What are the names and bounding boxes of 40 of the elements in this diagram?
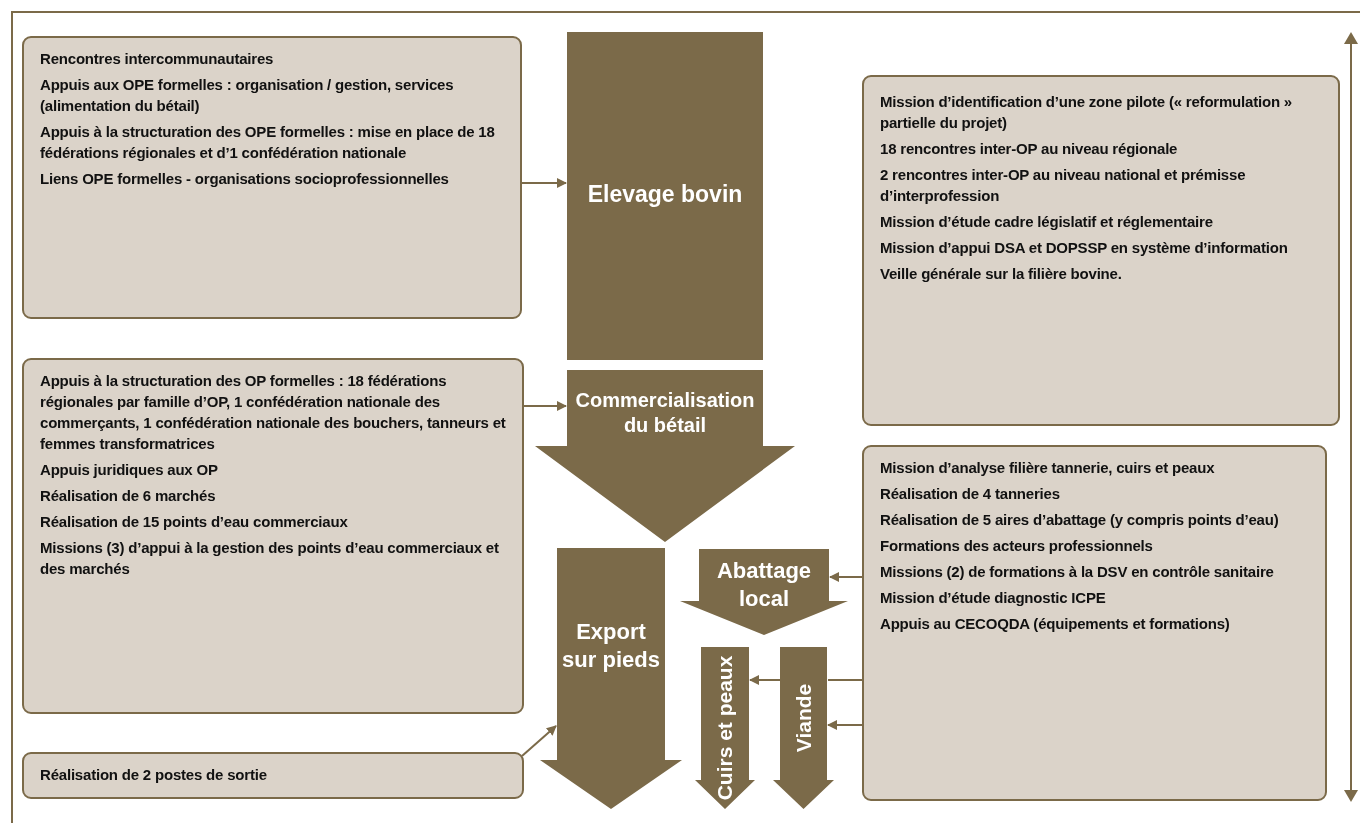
stage-label: Cuirs et peaux xyxy=(711,655,737,801)
activity-text: Appuis juridiques aux OP xyxy=(40,460,219,480)
stage-label: Elevage bovin xyxy=(586,180,744,209)
stage-label: Abattage local xyxy=(715,557,813,612)
activity-box xyxy=(862,445,1327,801)
activity-text: 2 rencontres inter-OP au niveau national et prémisse d’interprofession xyxy=(880,165,1247,206)
activity-text: Mission d’identification d’une zone pilote (« reformulation » partielle du projet) xyxy=(880,92,1293,133)
activity-text: Missions (3) d’appui à la gestion des points d’eau commerciaux et des marchés xyxy=(40,538,500,579)
activity-text: Liens OPE formelles - organisations socioprofessionnelles xyxy=(40,169,450,189)
activity-text: Mission d’étude cadre législatif et réglementaire xyxy=(880,212,1214,232)
activity-text: Réalisation de 5 aires d’abattage (y compris points d’eau) xyxy=(880,510,1280,530)
activity-text: Veille générale sur la filière bovine. xyxy=(880,264,1123,284)
arrow xyxy=(521,178,567,188)
activity-text: Mission d’appui DSA et DOPSSP en système d’information xyxy=(880,238,1289,258)
arrow xyxy=(523,401,567,411)
activity-text: Appuis à la structuration des OPE formelles : mise en place de 18 fédérations régionales et d’1 confédération nationale xyxy=(40,122,496,163)
activity-box xyxy=(862,75,1340,426)
arrow xyxy=(749,675,781,685)
activity-box xyxy=(22,36,522,319)
activity-text: Mission d’analyse filière tannerie, cuirs et peaux xyxy=(880,458,1216,478)
arrow xyxy=(829,572,863,582)
activity-box xyxy=(22,752,524,799)
activity-text: Réalisation de 6 marchés xyxy=(40,486,217,506)
activity-text: Missions (2) de formations à la DSV en contrôle sanitaire xyxy=(880,562,1275,582)
stage-label: Export sur pieds xyxy=(561,618,661,673)
stage-label: Commercialisation du bétail xyxy=(574,388,756,438)
arrow xyxy=(521,725,557,757)
activity-box xyxy=(22,358,524,714)
activity-text: Réalisation de 4 tanneries xyxy=(880,484,1061,504)
activity-text: 18 rencontres inter-OP au niveau régionale xyxy=(880,139,1179,159)
activity-text: Appuis aux OPE formelles : organisation / gestion, services (alimentation du bétail) xyxy=(40,75,455,116)
activity-text: Réalisation de 2 postes de sortie xyxy=(40,765,268,785)
activity-text: Formations des acteurs professionnels xyxy=(880,536,1154,556)
activity-text: Rencontres intercommunautaires xyxy=(40,49,275,69)
activity-text: Appuis au CECOQDA (équipements et formations) xyxy=(880,614,1231,634)
activity-text: Réalisation de 15 points d’eau commerciaux xyxy=(40,512,349,532)
activity-text: Mission d’étude diagnostic ICPE xyxy=(880,588,1107,608)
activity-text: Appuis à la structuration des OP formelles : 18 fédérations régionales par famille d’OP, 1 confédération nationale des commerçants, 1 confédération nationale des bouchers, tanneurs et femmes transformatrices xyxy=(40,371,507,454)
arrow xyxy=(827,720,863,730)
stage-label: Viande xyxy=(790,683,816,753)
